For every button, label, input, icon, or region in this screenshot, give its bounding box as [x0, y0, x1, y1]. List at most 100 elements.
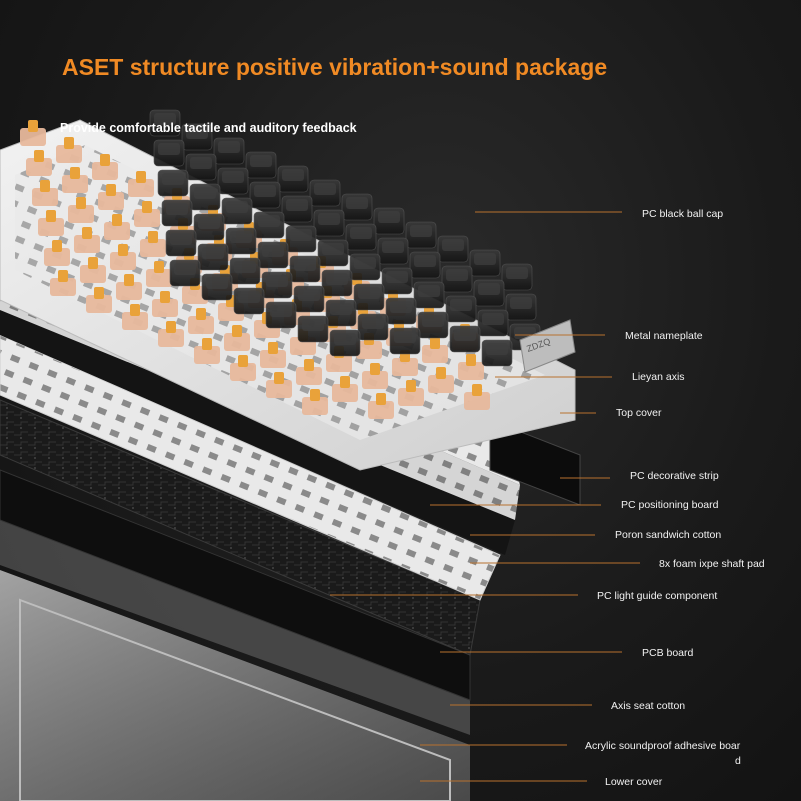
switch	[188, 308, 214, 334]
keycap	[409, 251, 441, 279]
switch	[362, 363, 388, 389]
keycap	[345, 223, 377, 251]
keycap	[253, 211, 285, 239]
keycap	[229, 257, 261, 285]
keycap	[405, 221, 437, 249]
label-acrylic-soundproof-board: Acrylic soundproof adhesive boar	[585, 740, 741, 752]
foam-shaft-pad	[0, 310, 515, 555]
switch	[56, 137, 82, 163]
switch	[458, 354, 484, 380]
label-lieyan-axis: Lieyan axis	[632, 371, 685, 383]
pcb-board	[0, 399, 481, 656]
switch	[260, 342, 286, 368]
keycap	[293, 285, 325, 313]
keycap	[185, 153, 217, 181]
keycap	[261, 271, 293, 299]
lower-cover	[0, 570, 470, 801]
keycap	[481, 339, 513, 367]
keycap	[381, 267, 413, 295]
switch	[68, 197, 94, 223]
keycap	[321, 269, 353, 297]
keycap	[281, 195, 313, 223]
keycap	[161, 199, 193, 227]
keycap	[297, 315, 329, 343]
keycap	[389, 327, 421, 355]
switch	[224, 325, 250, 351]
keycap	[477, 309, 509, 337]
keycap	[353, 283, 385, 311]
keycap	[277, 165, 309, 193]
switch	[464, 384, 490, 410]
switch	[194, 338, 220, 364]
keycap	[413, 281, 445, 309]
switch	[422, 337, 448, 363]
label-acrylic-soundproof-board-cont: d	[735, 755, 741, 767]
keycap	[317, 239, 349, 267]
keycap	[197, 243, 229, 271]
label-top-cover: Top cover	[616, 407, 662, 419]
keycap	[213, 137, 245, 165]
keycap	[449, 325, 481, 353]
switch	[128, 171, 154, 197]
switch	[20, 120, 46, 146]
switch	[32, 180, 58, 206]
switch	[116, 274, 142, 300]
metal-nameplate: ZDZQ	[519, 319, 576, 373]
keycap	[469, 249, 501, 277]
label-pc-decorative-strip: PC decorative strip	[630, 470, 719, 482]
keycap	[385, 297, 417, 325]
acrylic-soundproof-board	[0, 520, 470, 735]
page-subtitle: Provide comfortable tactile and auditory…	[60, 121, 357, 135]
keycap	[341, 193, 373, 221]
label-axis-seat-cotton: Axis seat cotton	[611, 700, 686, 712]
keycap	[201, 273, 233, 301]
keycap	[193, 213, 225, 241]
label-foam-ixpe-shaft-pad: 8x foam ixpe shaft pad	[659, 558, 765, 570]
switch	[152, 291, 178, 317]
switch	[266, 372, 292, 398]
switch	[92, 154, 118, 180]
keycap	[473, 279, 505, 307]
switch	[98, 184, 124, 210]
label-lower-cover: Lower cover	[605, 776, 663, 788]
keycap-layer	[149, 109, 541, 367]
switch	[134, 201, 160, 227]
label-metal-nameplate: Metal nameplate	[625, 330, 703, 342]
page-title: ASET structure positive vibration+sound …	[62, 54, 608, 80]
keycap	[505, 293, 537, 321]
keycap	[309, 179, 341, 207]
keycap	[357, 313, 389, 341]
keycap	[169, 259, 201, 287]
keycap	[437, 235, 469, 263]
switch	[398, 380, 424, 406]
keycap	[417, 311, 449, 339]
switch	[62, 167, 88, 193]
keycap	[313, 209, 345, 237]
switch	[146, 261, 172, 287]
label-pc-light-guide-component: PC light guide component	[597, 590, 718, 602]
keycap	[445, 295, 477, 323]
keycap	[249, 181, 281, 209]
switch	[140, 231, 166, 257]
keycap	[257, 241, 289, 269]
switch	[80, 257, 106, 283]
keycap	[377, 237, 409, 265]
keycap	[225, 227, 257, 255]
keycap	[373, 207, 405, 235]
label-pc-black-ball-cap: PC black ball cap	[642, 208, 724, 220]
keycap	[265, 301, 297, 329]
keycap	[245, 151, 277, 179]
label-pc-positioning-board: PC positioning board	[621, 499, 719, 511]
keycap	[217, 167, 249, 195]
keycap	[165, 229, 197, 257]
axis-seat-cotton	[0, 469, 471, 701]
keycap	[285, 225, 317, 253]
switch	[110, 244, 136, 270]
keycap	[441, 265, 473, 293]
keycap	[233, 287, 265, 315]
keycap	[181, 123, 213, 151]
keycap	[153, 139, 185, 167]
switch	[44, 240, 70, 266]
keycap	[349, 253, 381, 281]
